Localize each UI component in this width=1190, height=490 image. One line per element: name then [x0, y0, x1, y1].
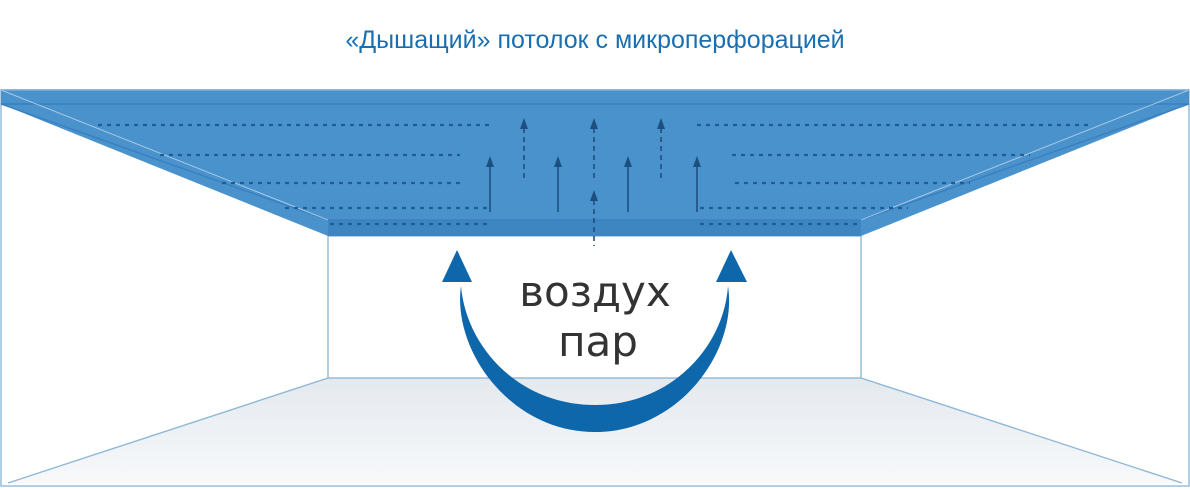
- vapor-arrow-icon: [554, 156, 562, 212]
- vapor-arrows: [486, 118, 701, 246]
- vapor-arrow-icon: [693, 156, 701, 212]
- perforation-lines: [98, 123, 1092, 226]
- vapor-arrow-icon: [486, 156, 494, 212]
- vapor-arrow-icon: [520, 118, 528, 178]
- vapor-arrow-icon: [590, 118, 598, 182]
- airflow-arc-icon: [442, 250, 747, 432]
- stretch-ceiling: [0, 89, 1190, 236]
- label-vapor: пар: [558, 317, 638, 366]
- vapor-arrow-icon: [657, 118, 665, 182]
- diagram-title: «Дышащий» потолок с микроперфорацией: [345, 26, 845, 54]
- vapor-arrow-icon: [624, 156, 632, 212]
- vapor-arrow-icon: [590, 190, 598, 246]
- label-air: воздух: [519, 267, 671, 316]
